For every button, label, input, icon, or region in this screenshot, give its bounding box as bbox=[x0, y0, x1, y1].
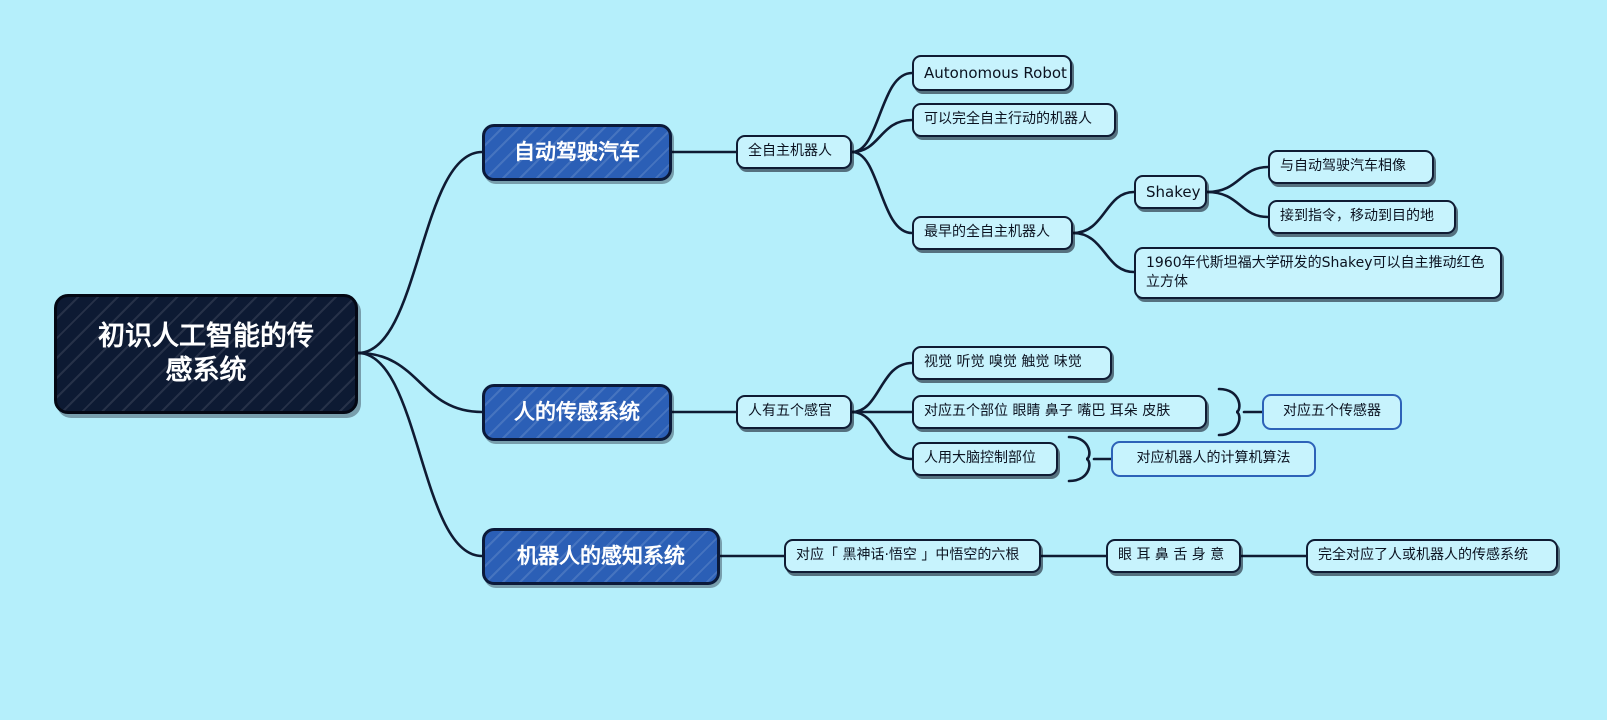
node-label: Autonomous Robot bbox=[924, 63, 1067, 82]
link-root-self-driving bbox=[356, 150, 484, 355]
root-title: 初识人工智能的传感系统 bbox=[98, 321, 314, 386]
node-shakey[interactable]: Shakey bbox=[1134, 175, 1207, 209]
node-label: 1960年代斯坦福大学研发的Shakey可以自主推动红色立方体 bbox=[1146, 255, 1485, 290]
node-wukong-six-roots[interactable]: 对应「 黑神话·悟空 」中悟空的六根 bbox=[784, 539, 1041, 573]
node-senses[interactable]: 视觉 听觉 嗅觉 触觉 味觉 bbox=[912, 346, 1112, 380]
bracket-body-parts bbox=[1217, 387, 1241, 437]
node-label: 眼 耳 鼻 舌 身 意 bbox=[1118, 547, 1225, 564]
link-organs-senses bbox=[850, 361, 914, 414]
node-body-parts[interactable]: 对应五个部位 眼睛 鼻子 嘴巴 耳朵 皮肤 bbox=[912, 395, 1207, 429]
link-organs-brain bbox=[850, 410, 914, 461]
branch-self-driving[interactable]: 自动驾驶汽车 bbox=[482, 124, 672, 181]
node-label: 可以完全自主行动的机器人 bbox=[924, 111, 1092, 128]
node-label: 人用大脑控制部位 bbox=[924, 450, 1036, 467]
node-five-organs[interactable]: 人有五个感官 bbox=[736, 395, 852, 429]
branch-label: 自动驾驶汽车 bbox=[514, 140, 640, 165]
link-full-robot-name bbox=[850, 71, 914, 154]
bracket-brain bbox=[1067, 435, 1091, 483]
node-label: 最早的全自主机器人 bbox=[924, 224, 1050, 241]
node-summary[interactable]: 完全对应了人或机器人的传感系统 bbox=[1306, 539, 1558, 573]
node-shakey-history[interactable]: 1960年代斯坦福大学研发的Shakey可以自主推动红色立方体 bbox=[1134, 247, 1502, 299]
node-brain[interactable]: 人用大脑控制部位 bbox=[912, 442, 1058, 476]
link-root-robot-perception bbox=[356, 351, 484, 558]
branch-human-senses[interactable]: 人的传感系统 bbox=[482, 384, 672, 441]
branch-robot-perception[interactable]: 机器人的感知系统 bbox=[482, 528, 720, 585]
node-full-robot[interactable]: 全自主机器人 bbox=[736, 135, 852, 169]
note-label: 对应机器人的计算机算法 bbox=[1136, 450, 1291, 467]
node-shakey-command[interactable]: 接到指令，移动到目的地 bbox=[1268, 200, 1456, 234]
link-shakey-similar bbox=[1205, 165, 1270, 194]
node-label: Shakey bbox=[1146, 182, 1201, 201]
link-root-human-senses bbox=[356, 351, 484, 414]
branch-label: 机器人的感知系统 bbox=[517, 544, 685, 569]
link-shakey-command bbox=[1205, 190, 1270, 219]
link-full-robot-earliest bbox=[850, 150, 914, 235]
note-label: 对应五个传感器 bbox=[1283, 403, 1381, 420]
node-label: 人有五个感官 bbox=[748, 403, 832, 420]
note-five-sensors[interactable]: 对应五个传感器 bbox=[1262, 394, 1402, 430]
node-label: 视觉 听觉 嗅觉 触觉 味觉 bbox=[924, 354, 1082, 371]
node-six-roots[interactable]: 眼 耳 鼻 舌 身 意 bbox=[1106, 539, 1241, 573]
node-label: 接到指令，移动到目的地 bbox=[1280, 208, 1434, 225]
node-shakey-similar[interactable]: 与自动驾驶汽车相像 bbox=[1268, 150, 1434, 184]
link-full-robot-definition bbox=[850, 118, 914, 154]
node-label: 全自主机器人 bbox=[748, 143, 832, 160]
node-definition[interactable]: 可以完全自主行动的机器人 bbox=[912, 103, 1116, 137]
node-autonomous-robot[interactable]: Autonomous Robot bbox=[912, 55, 1072, 91]
node-label: 与自动驾驶汽车相像 bbox=[1280, 158, 1406, 175]
root-node[interactable]: 初识人工智能的传感系统 bbox=[54, 294, 358, 414]
link-earliest-history bbox=[1071, 231, 1136, 274]
node-label: 对应五个部位 眼睛 鼻子 嘴巴 耳朵 皮肤 bbox=[924, 403, 1171, 420]
node-label: 对应「 黑神话·悟空 」中悟空的六根 bbox=[796, 547, 1020, 564]
note-computer-algorithm[interactable]: 对应机器人的计算机算法 bbox=[1111, 441, 1316, 477]
branch-label: 人的传感系统 bbox=[514, 400, 640, 425]
node-earliest-robot[interactable]: 最早的全自主机器人 bbox=[912, 216, 1073, 250]
link-earliest-shakey bbox=[1071, 190, 1136, 235]
node-label: 完全对应了人或机器人的传感系统 bbox=[1318, 547, 1528, 564]
